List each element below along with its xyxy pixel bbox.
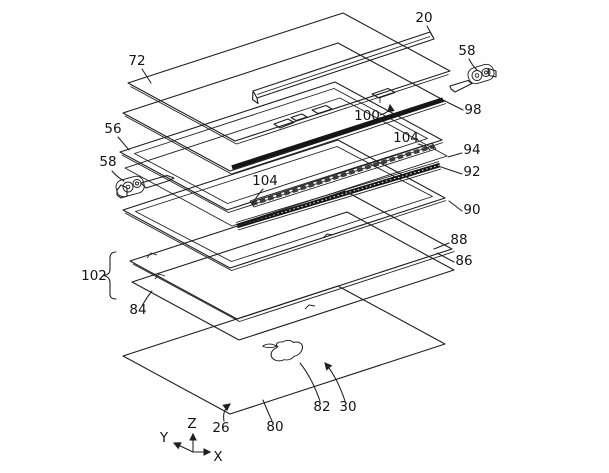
ref-label-80: 80 bbox=[266, 419, 283, 435]
y-axis-arrow bbox=[172, 442, 194, 453]
reference-numerals: 20 58 72 98 100 56 104 94 58 92 104 90 8… bbox=[81, 10, 481, 436]
ref-label-82: 82 bbox=[313, 399, 330, 415]
apple-logo bbox=[262, 339, 304, 362]
dark-edge-strip bbox=[231, 97, 444, 170]
ref-label-86: 86 bbox=[455, 253, 472, 269]
coordinate-axes: Z Y X bbox=[159, 416, 223, 465]
ref-label-92: 92 bbox=[463, 164, 480, 180]
connector-block bbox=[371, 87, 396, 99]
optical-films-layer bbox=[129, 190, 455, 322]
mid-frame-layer bbox=[124, 97, 448, 227]
ref-label-58-left: 58 bbox=[99, 154, 116, 170]
ref-label-26: 26 bbox=[212, 420, 229, 436]
ref-label-30: 30 bbox=[339, 399, 356, 415]
hinge-bracket-right bbox=[449, 63, 497, 93]
ref-label-100: 100 bbox=[354, 108, 380, 124]
z-axis-label: Z bbox=[187, 416, 196, 432]
ref-label-20: 20 bbox=[415, 10, 432, 26]
group-brace bbox=[102, 251, 117, 300]
ref-label-98: 98 bbox=[464, 102, 481, 118]
light-bar bbox=[251, 31, 435, 105]
ref-label-58-right: 58 bbox=[458, 43, 475, 59]
ref-label-104-right: 104 bbox=[393, 130, 419, 146]
bezel-frame-layer bbox=[119, 81, 444, 213]
chassis-frame-layer bbox=[122, 139, 447, 271]
y-axis-label: Y bbox=[159, 430, 169, 446]
ref-label-94: 94 bbox=[463, 142, 480, 158]
light-guide-layer bbox=[131, 211, 455, 341]
ref-label-56: 56 bbox=[104, 121, 121, 137]
rear-housing-layer bbox=[122, 285, 446, 415]
ref-label-90: 90 bbox=[463, 202, 480, 218]
reflector-bar bbox=[235, 161, 442, 231]
hinge-bracket-left bbox=[115, 174, 175, 199]
ref-label-102: 102 bbox=[81, 268, 107, 284]
ref-label-84: 84 bbox=[129, 302, 146, 318]
ref-label-72: 72 bbox=[128, 53, 145, 69]
ref-label-88: 88 bbox=[450, 232, 467, 248]
leader-lines bbox=[111, 25, 478, 422]
x-axis-label: X bbox=[213, 449, 222, 465]
ref-label-104-left: 104 bbox=[252, 173, 278, 189]
